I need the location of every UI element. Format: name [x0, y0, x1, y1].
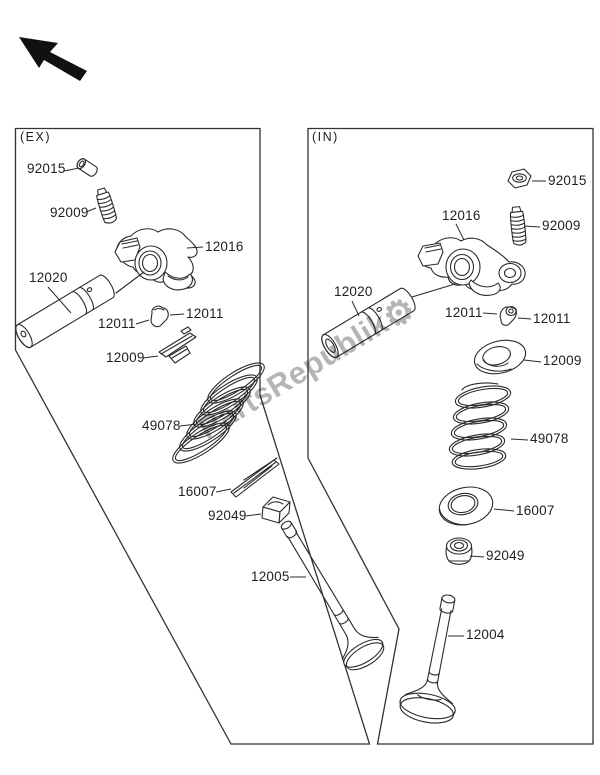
ex-part-spring-seat-16007 — [231, 458, 279, 497]
in-panel-title: (IN) — [312, 130, 339, 144]
in-leader-lines — [352, 181, 546, 636]
ex-part-stem-seal-92049 — [262, 497, 290, 523]
ex-label-12009: 12009 — [106, 350, 145, 365]
in-label-49078: 49078 — [530, 431, 569, 446]
ex-part-cap-92015 — [75, 157, 99, 178]
in-label-92049: 92049 — [486, 548, 525, 563]
ex-label-16007: 16007 — [178, 484, 217, 499]
ex-part-rocker-shaft-12020 — [13, 273, 118, 350]
in-label-92015: 92015 — [548, 173, 587, 188]
in-label-16007: 16007 — [516, 503, 555, 518]
ex-label-92009: 92009 — [50, 205, 89, 220]
in-part-spring-seat-16007 — [436, 482, 497, 529]
ex-label-12011-left: 12011 — [98, 316, 136, 331]
in-part-intake-valve-12004 — [397, 590, 477, 727]
ex-part-tappet-12011 — [151, 306, 168, 327]
in-panel-border — [308, 129, 593, 745]
orientation-arrow-icon — [19, 37, 87, 81]
in-assembly-axis-line — [412, 284, 455, 297]
ex-part-exhaust-valve-12005 — [266, 511, 389, 676]
ex-label-12016: 12016 — [205, 239, 244, 254]
ex-part-adjust-screw-92009 — [95, 187, 118, 225]
in-part-stem-seal-92049 — [446, 538, 472, 564]
ex-label-49078: 49078 — [142, 418, 181, 433]
in-part-spring-retainer-12009 — [471, 335, 529, 379]
ex-panel-title: (EX) — [20, 130, 51, 144]
ex-leader-lines — [48, 168, 306, 577]
in-part-lock-nut-92015 — [508, 169, 531, 188]
ex-label-12020: 12020 — [29, 270, 68, 285]
ex-label-92015: 92015 — [27, 161, 66, 176]
in-label-12020: 12020 — [334, 284, 373, 299]
ex-assembly-axis-line — [116, 272, 144, 293]
ex-label-12005: 12005 — [251, 569, 290, 584]
ex-part-rocker-arm-12016 — [115, 229, 197, 290]
in-label-12016: 12016 — [442, 208, 481, 223]
in-label-12004: 12004 — [466, 627, 505, 642]
in-label-92009: 92009 — [542, 218, 581, 233]
in-label-12011-right: 12011 — [533, 311, 571, 326]
in-part-adjust-screw-92009 — [509, 206, 526, 245]
in-part-rocker-shaft-12020 — [319, 286, 419, 360]
ex-label-12011-right: 12011 — [186, 306, 224, 321]
ex-panel-border — [16, 129, 370, 745]
in-label-12011-left: 12011 — [445, 305, 483, 320]
in-part-valve-spring-49078 — [448, 382, 513, 472]
in-part-rocker-arm-12016 — [418, 238, 525, 296]
ex-part-valve-spring-49078 — [168, 356, 270, 470]
in-label-12009: 12009 — [543, 353, 582, 368]
in-part-tappet-12011 — [500, 307, 516, 326]
ex-label-92049: 92049 — [208, 508, 247, 523]
ex-part-spring-retainer-12009 — [159, 327, 196, 363]
